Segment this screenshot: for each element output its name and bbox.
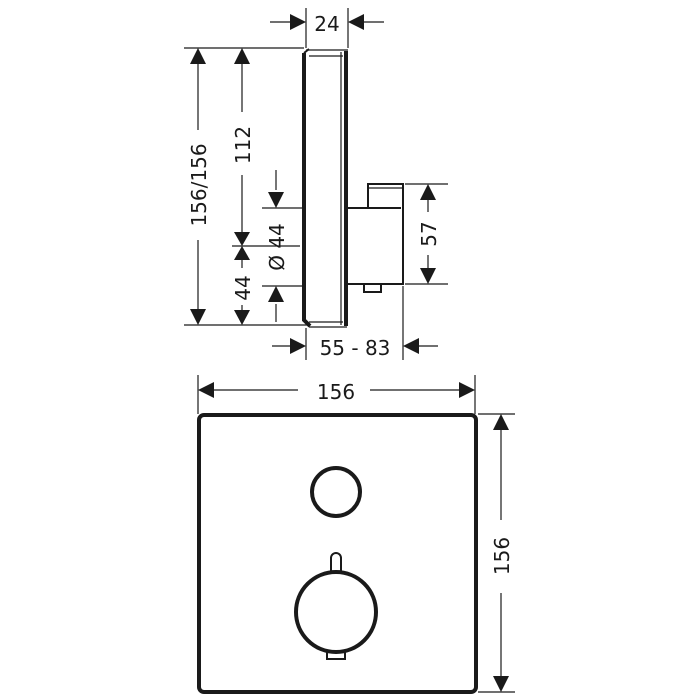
dimension-57: 57 <box>405 183 448 285</box>
dim-label-156-width: 156 <box>317 380 355 404</box>
dim-label-55-83: 55 - 83 <box>320 336 391 360</box>
dimension-55-83: 55 - 83 <box>272 286 438 360</box>
front-view: 156 156 <box>197 375 515 694</box>
valve-body-side <box>346 183 404 293</box>
dim-label-57: 57 <box>417 221 441 246</box>
dimension-112: 112 <box>231 48 255 246</box>
cover-plate-side <box>302 48 348 328</box>
thermostat-handle <box>294 552 378 660</box>
dim-label-156-height: 156 <box>490 537 514 575</box>
dimension-156-width: 156 <box>197 375 476 414</box>
side-view: 24 156/156 112 44 <box>184 8 448 360</box>
selector-button <box>310 466 362 518</box>
dimension-156-156: 156/156 <box>187 48 211 325</box>
dim-label-112: 112 <box>231 126 255 164</box>
dimension-diameter-44: Ø 44 <box>262 170 302 322</box>
dimension-156-height: 156 <box>478 413 515 693</box>
dim-label-24: 24 <box>314 12 339 36</box>
dimension-24: 24 <box>270 8 384 48</box>
dimension-44-lower: 44 <box>231 246 255 325</box>
dim-label-156-156: 156/156 <box>187 143 211 226</box>
cover-plate-front <box>197 413 478 694</box>
dim-label-44: 44 <box>231 275 255 300</box>
dim-label-diameter-44: Ø 44 <box>265 223 289 271</box>
